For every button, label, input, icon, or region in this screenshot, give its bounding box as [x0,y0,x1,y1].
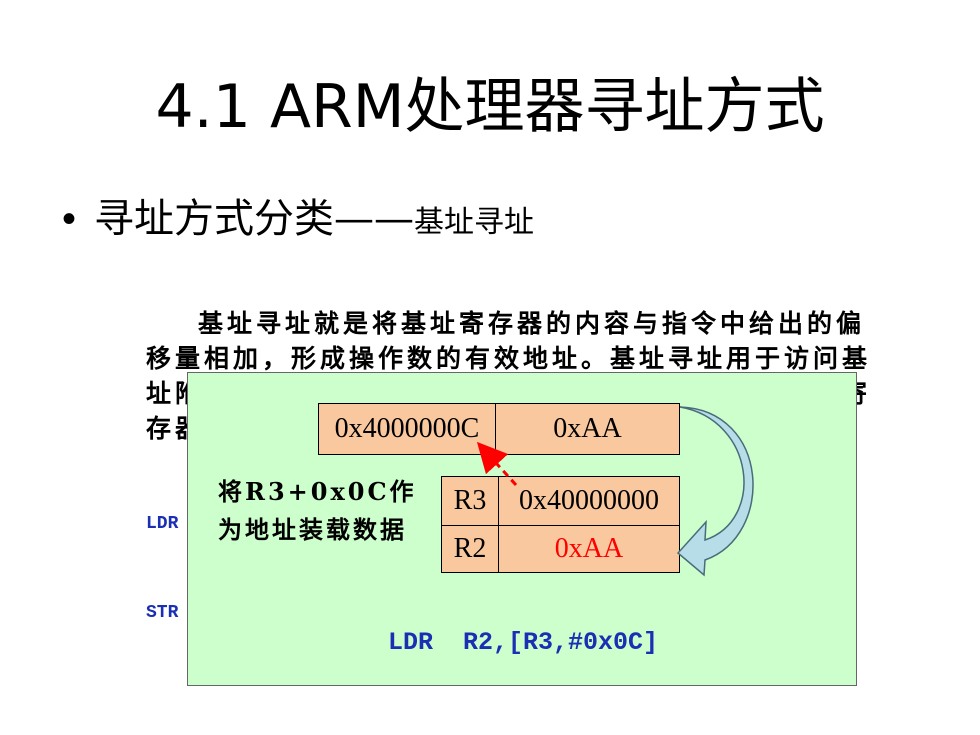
register-r3-name: R3 [441,476,499,526]
code-line-ldr: LDR [146,514,179,534]
code-line-str: STR [146,603,179,623]
page-title: 4.1 ARM处理器寻址方式 [0,58,980,145]
register-r2-name: R2 [441,525,499,573]
bullet-sub: 基址寻址 [414,205,535,240]
register-r3-value: 0x40000000 [498,476,680,526]
bullet-main: 寻址方式分类—— [94,196,415,242]
instruction-text: LDR R2,[R3,#0x0C] [388,628,659,657]
curved-load-arrow-icon [676,406,754,577]
memory-address-cell: 0x4000000C [318,403,496,455]
title-prefix: 4.1 ARM [155,72,405,142]
diagram-note: 将R3+0x0C作为地址装载数据 [218,477,417,544]
title-cjk: 处理器寻址方式 [404,72,825,142]
memory-value-cell: 0xAA [495,403,680,455]
register-r2-value: 0xAA [498,525,680,573]
pointer-arrow-icon [476,441,518,487]
bullet-heading: • 寻址方式分类——基址寻址 [62,186,534,244]
bullet-icon: • [62,197,77,241]
